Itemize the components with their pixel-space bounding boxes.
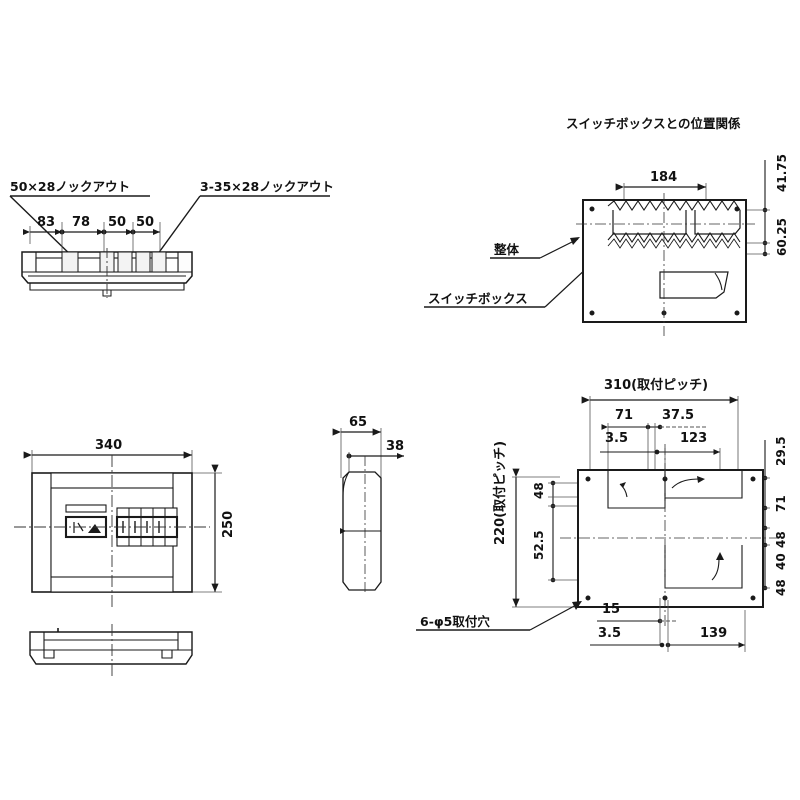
dim-bottom-line xyxy=(590,600,746,652)
mounting-plate xyxy=(560,444,778,628)
label-knockout-right: 3-35×28ノックアウト xyxy=(200,179,334,194)
top-view-body xyxy=(21,248,193,298)
dim-71-right: 71 xyxy=(774,495,788,512)
dim-41-75: 41.75 xyxy=(775,154,789,192)
dim-48-r2: 48 xyxy=(774,579,788,596)
view-top-knockout: 50×28ノックアウト 3-35×28ノックアウト 83 78 50 50 xyxy=(9,179,334,298)
dim-15: 15 xyxy=(602,602,620,617)
dim-front-height xyxy=(192,464,222,593)
dim-184: 184 xyxy=(650,170,677,185)
dim-78: 78 xyxy=(72,215,90,230)
dim-60-25: 60.25 xyxy=(775,218,789,256)
dim-50-b: 50 xyxy=(136,215,154,230)
dim-37-5: 37.5 xyxy=(662,408,694,423)
callout-mounting-holes xyxy=(416,601,582,631)
view-bottom xyxy=(29,624,193,676)
front-panel-body xyxy=(14,455,210,610)
dim-340: 340 xyxy=(95,438,122,453)
dim-71-top: 71 xyxy=(615,408,633,423)
dim-15-line xyxy=(597,598,678,645)
dim-220-line xyxy=(512,468,578,608)
dim-123: 123 xyxy=(680,431,707,446)
dim-250: 250 xyxy=(221,511,236,538)
title-switchbox-relation: スイッチボックスとの位置関係 xyxy=(566,116,741,131)
dim-48-r1: 48 xyxy=(774,531,788,548)
dim-50-a: 50 xyxy=(108,215,126,230)
dim-left-inner-lines xyxy=(548,480,580,583)
dim-139: 139 xyxy=(700,626,727,641)
dim-83: 83 xyxy=(37,215,55,230)
dim-40-r: 40 xyxy=(774,553,788,570)
dim-48-left: 48 xyxy=(532,482,546,499)
view-switchbox: スイッチボックスとの位置関係 184 41.75 60.25 整体 xyxy=(424,116,789,336)
dim-29-5: 29.5 xyxy=(774,436,788,466)
dim-220-pitch: 220(取付ピッチ) xyxy=(492,441,508,545)
view-front: 340 250 xyxy=(14,438,236,610)
label-mounting-holes: 6-φ5取付穴 xyxy=(420,614,490,629)
side-profile xyxy=(340,456,382,594)
view-mounting: 310(取付ピッチ) 71 37.5 3.5 123 220(取付ピッチ) xyxy=(416,377,788,652)
dim-3-5-bottom: 3.5 xyxy=(598,626,621,641)
dim-52-5: 52.5 xyxy=(532,530,546,560)
dim-38: 38 xyxy=(386,439,404,454)
view-side: 65 38 xyxy=(332,415,404,594)
dim-310-line xyxy=(581,396,739,470)
dim-3-5-top: 3.5 xyxy=(605,431,628,446)
dim-310-pitch: 310(取付ピッチ) xyxy=(604,377,708,393)
callout-body xyxy=(490,237,580,259)
label-knockout-left: 50×28ノックアウト xyxy=(10,179,130,194)
dim-row-71-375 xyxy=(601,423,706,480)
dim-65: 65 xyxy=(349,415,367,430)
switchbox-plate xyxy=(576,193,755,336)
label-body: 整体 xyxy=(494,242,520,257)
label-switchbox: スイッチボックス xyxy=(428,291,528,306)
